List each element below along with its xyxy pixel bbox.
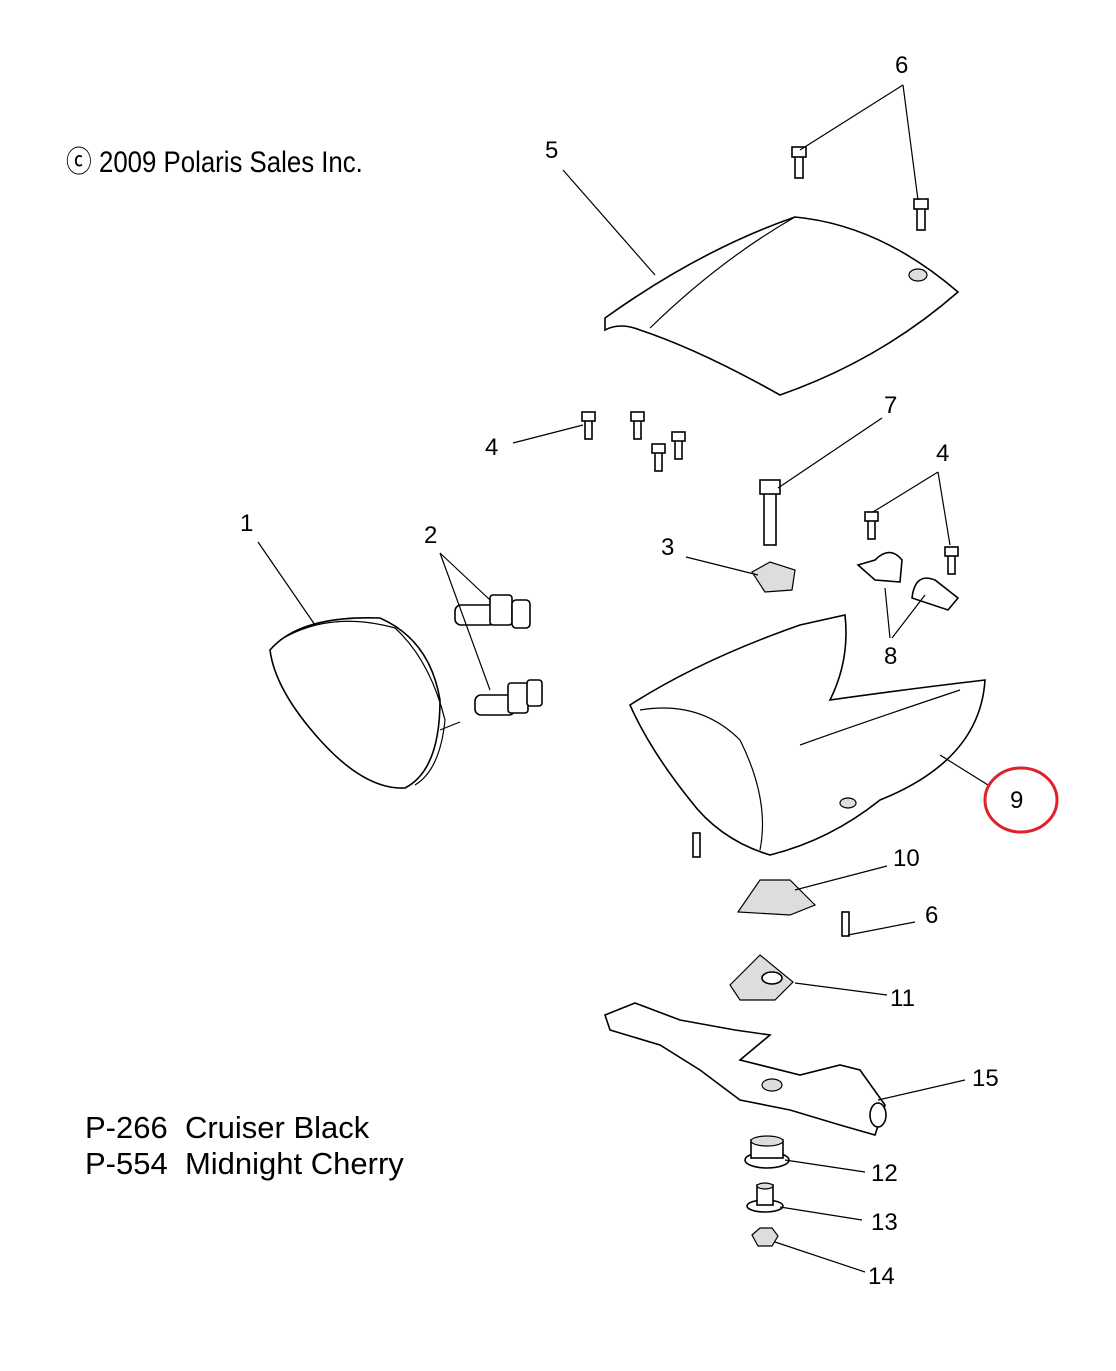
part-2-bulbs <box>454 594 543 716</box>
part-9-housing <box>628 614 986 858</box>
part-6-screw <box>841 911 850 937</box>
callout-1: 1 <box>240 510 253 537</box>
part-3-nut <box>751 561 796 593</box>
part-8-clamps <box>856 551 960 611</box>
paint-code-legend: P-266 Cruiser Black P-554 Midnight Cherr… <box>85 1110 404 1182</box>
part-12-bushing <box>744 1135 790 1169</box>
callout-12: 12 <box>871 1160 898 1187</box>
part-5-cover <box>604 216 960 396</box>
part-14-nut <box>751 1227 779 1247</box>
callout-6: 6 <box>925 902 938 929</box>
part-7-bolt <box>759 479 781 546</box>
part-6-screws <box>791 146 929 231</box>
callout-3: 3 <box>661 534 674 561</box>
paint-name: Cruiser Black <box>184 1110 370 1145</box>
callout-14: 14 <box>868 1263 895 1290</box>
leader-lines <box>257 84 989 1273</box>
highlight-circle <box>983 766 1059 834</box>
part-1-headlight <box>269 616 461 789</box>
part-15-bracket <box>604 1002 887 1136</box>
paint-name: Midnight Cherry <box>184 1146 404 1181</box>
callout-4: 4 <box>936 440 949 467</box>
part-10-pad <box>736 879 817 916</box>
paint-code: P-554 <box>85 1146 168 1181</box>
callout-2: 2 <box>424 522 437 549</box>
callout-9: 9 <box>1010 787 1023 814</box>
part-11-grommet <box>729 954 794 1001</box>
part-4-screws <box>581 411 959 575</box>
callout-8: 8 <box>884 643 897 670</box>
callout-4: 4 <box>485 434 498 461</box>
paint-code: P-266 <box>85 1110 168 1145</box>
callout-6: 6 <box>895 52 908 79</box>
callout-7: 7 <box>884 392 897 419</box>
copyright-text: ⓒ 2009 Polaris Sales Inc. <box>66 146 363 179</box>
callout-15: 15 <box>972 1065 999 1092</box>
part-13-spacer <box>746 1182 784 1213</box>
callout-10: 10 <box>893 845 920 872</box>
callout-5: 5 <box>545 137 558 164</box>
callout-11: 11 <box>890 985 915 1012</box>
callout-13: 13 <box>871 1209 898 1236</box>
